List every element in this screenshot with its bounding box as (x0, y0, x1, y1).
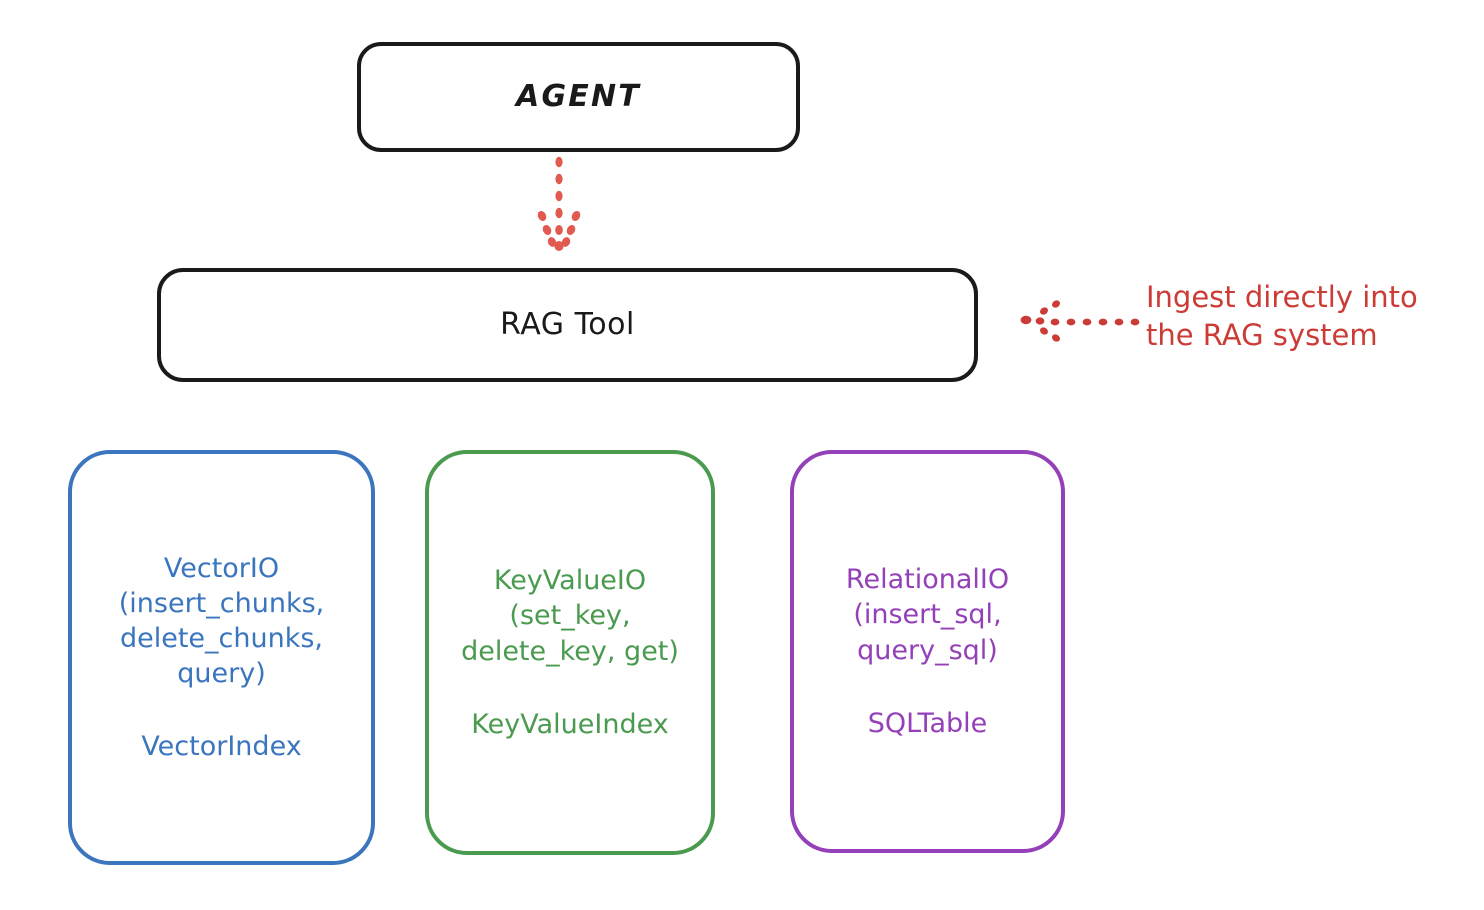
node-relational-io-index-label: SQLTable (867, 707, 988, 739)
node-agent-label: AGENT (516, 78, 641, 114)
node-key-value-io-index-label: KeyValueIndex (471, 708, 669, 740)
node-rag-tool-label: RAG Tool (500, 306, 635, 342)
node-vector-io-index-label: VectorIndex (141, 731, 302, 763)
node-relational-io[interactable]: RelationalIO (insert_sql, query_sql) SQL… (790, 450, 1065, 853)
node-key-value-io[interactable]: KeyValueIO (set_key, delete_key, get) Ke… (425, 450, 715, 855)
node-vector-io-api-label: VectorIO (insert_chunks, delete_chunks, … (118, 552, 325, 690)
connector-agent-to-rag-tool-arrow-icon (537, 156, 581, 251)
node-rag-tool[interactable]: RAG Tool (157, 268, 978, 382)
node-key-value-io-api-label: KeyValueIO (set_key, delete_key, get) (461, 565, 679, 667)
node-relational-io-api-label: RelationalIO (insert_sql, query_sql) (845, 564, 1010, 666)
node-agent[interactable]: AGENT (357, 42, 800, 152)
node-vector-io[interactable]: VectorIO (insert_chunks, delete_chunks, … (68, 450, 375, 865)
annotation-ingest-directly: Ingest directly into the RAG system (1146, 280, 1418, 353)
connector-ingest-to-rag-tool-arrow-icon (1020, 300, 1140, 342)
